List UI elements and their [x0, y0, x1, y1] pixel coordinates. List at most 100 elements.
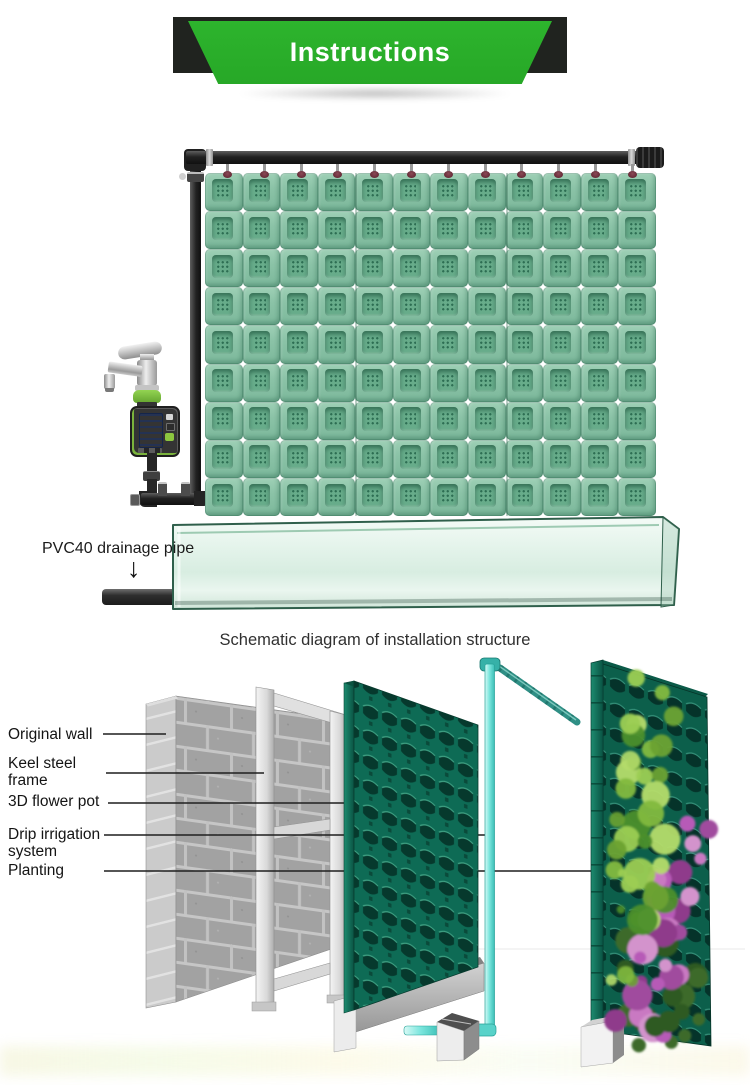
- flower-pot: [505, 363, 544, 402]
- flower-pot: [580, 363, 619, 402]
- flower-pot: [618, 439, 656, 478]
- flower-pot: [317, 173, 356, 212]
- flower-pot: [355, 249, 393, 288]
- flower-pot: [205, 439, 243, 478]
- flower-pot-wall: [205, 173, 656, 516]
- flower-pot: [205, 401, 243, 440]
- flower-pot: [543, 325, 581, 364]
- flower-pot: [280, 477, 318, 516]
- flower-pot: [355, 287, 393, 326]
- faucet-collar: [135, 385, 159, 391]
- flower-pot: [580, 477, 619, 516]
- flower-pot: [392, 287, 431, 326]
- planted-wall: [580, 659, 719, 1068]
- flower-pot: [430, 211, 469, 250]
- timer-outlet-pipe: [147, 479, 157, 494]
- flower-pot: [317, 287, 356, 326]
- timer-button: [166, 414, 173, 420]
- panel-seam: [506, 173, 508, 516]
- flower-pot: [618, 401, 656, 440]
- timer-lcd-screen: [139, 413, 163, 448]
- flower-pot: [543, 211, 581, 250]
- flower-pot: [468, 401, 506, 440]
- flower-pot: [205, 325, 243, 364]
- flower-pot: [505, 173, 544, 212]
- drip-emitter: [407, 164, 416, 178]
- flower-pot: [280, 363, 318, 402]
- installation-diagram: [103, 657, 745, 1068]
- flower-pot: [543, 287, 581, 326]
- supply-pipe-top: [186, 151, 638, 164]
- valve-knob: [179, 173, 186, 180]
- pipe-fitting: [181, 482, 190, 496]
- flower-pot: [430, 325, 469, 364]
- flower-pot: [468, 173, 506, 212]
- flower-pot: [468, 287, 506, 326]
- flower-pot: [317, 477, 356, 516]
- flower-pot: [317, 363, 356, 402]
- flower-pot: [355, 173, 393, 212]
- flower-pot: [355, 401, 393, 440]
- flower-pot: [392, 249, 431, 288]
- drip-emitter: [591, 164, 600, 178]
- plants: [604, 669, 719, 1053]
- drip-emitter: [627, 164, 637, 178]
- flower-pot: [317, 325, 356, 364]
- flower-pot: [392, 211, 431, 250]
- flower-pot: [280, 439, 318, 478]
- pipe-fitting: [158, 482, 167, 496]
- down-arrow-icon: ↓: [127, 553, 141, 583]
- flower-pot: [543, 439, 581, 478]
- flower-pot: [618, 325, 656, 364]
- flower-pot: [392, 173, 431, 212]
- flower-pot: [280, 401, 318, 440]
- flower-pot: [543, 363, 581, 402]
- label-3d-flower-pot: 3D flower pot: [8, 793, 100, 810]
- flower-pot: [242, 287, 281, 326]
- faucet-outlet: [105, 388, 114, 392]
- drip-emitter: [554, 164, 564, 178]
- drip-emitter: [517, 164, 527, 178]
- flower-pot: [317, 211, 356, 250]
- drip-emitter: [443, 164, 453, 178]
- flower-pot: [543, 401, 581, 440]
- flower-pot: [242, 363, 281, 402]
- flower-pot: [618, 477, 656, 516]
- flower-pot: [242, 211, 281, 250]
- flower-pot: [505, 325, 544, 364]
- timer-keypad: [138, 448, 162, 453]
- flower-pot: [280, 325, 318, 364]
- flower-pot: [242, 439, 281, 478]
- flower-pot: [430, 287, 469, 326]
- drip-emitter: [480, 164, 490, 178]
- feeder-pipe-bottom: [141, 493, 209, 505]
- flower-pot: [392, 363, 431, 402]
- pump-box: [436, 1013, 480, 1062]
- flower-pot: [392, 477, 431, 516]
- flower-pot: [543, 173, 581, 212]
- banner-shadow: [235, 87, 515, 100]
- flower-pot: [280, 173, 318, 212]
- flower-pot: [242, 325, 281, 364]
- pipe-coupler: [206, 149, 213, 166]
- drip-emitter-row: [186, 152, 638, 182]
- flower-pot: [242, 401, 281, 440]
- panel-seam: [355, 173, 357, 516]
- flower-pot: [430, 401, 469, 440]
- water-timer: [130, 406, 180, 457]
- flower-pot: [280, 287, 318, 326]
- adapter-collar: [137, 402, 157, 407]
- timer-button-green: [165, 433, 174, 441]
- flower-pot: [205, 249, 243, 288]
- flower-pot: [355, 439, 393, 478]
- flower-pot: [618, 173, 656, 212]
- pipe-fitting: [143, 471, 160, 481]
- drip-emitter: [259, 164, 269, 178]
- label-keel-steel-frame: Keel steel frame: [8, 755, 77, 790]
- label-drip-irrigation-system: Drip irrigation system: [8, 826, 101, 861]
- flower-pot: [205, 211, 243, 250]
- label-planting: Planting: [8, 862, 65, 879]
- pipe-fitting: [130, 494, 140, 506]
- flower-pot: [580, 401, 619, 440]
